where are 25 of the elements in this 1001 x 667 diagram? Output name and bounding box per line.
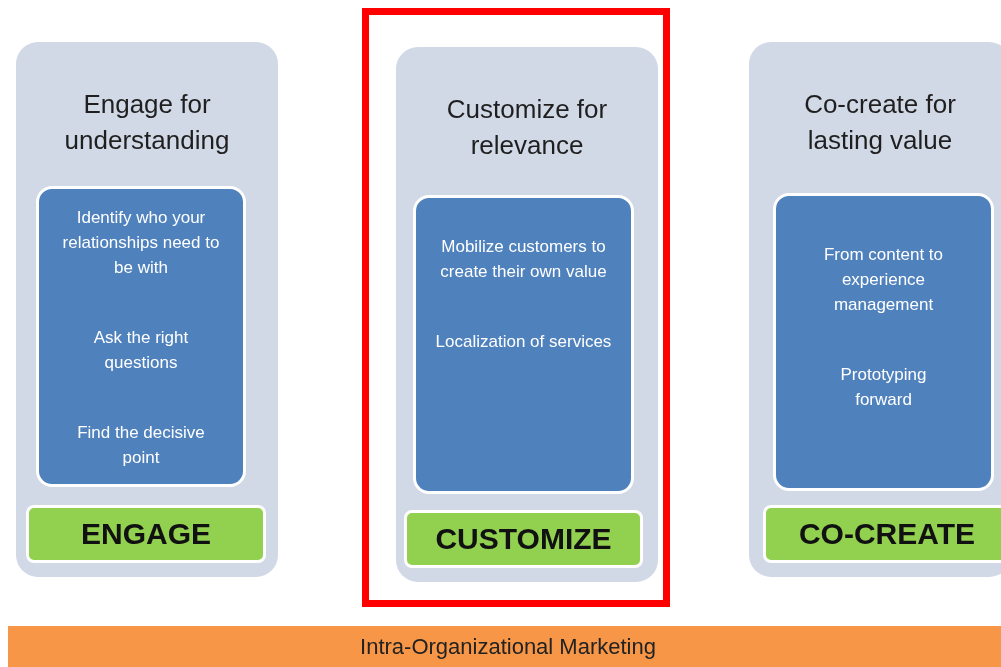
activity-box [413,195,634,494]
activity-text: Localization of services [435,331,612,353]
foundation-label: Intra-Organizational Marketing [360,633,656,660]
stage-title: Engage for understanding [63,88,231,157]
activity-text: Mobilize customers to create their own value [439,236,608,283]
stage-panel [396,47,658,582]
activity-text: Ask the right questions [92,327,190,374]
stage-label-bar [763,505,1001,563]
highlight-frame [362,8,670,607]
stage-label-bar [404,510,643,568]
stage-label-bar [26,505,266,563]
foundation-bar [8,626,1001,667]
stage-label: CUSTOMIZE [435,522,612,556]
activity-text: From content to experience management [822,244,945,316]
activity-text: Prototyping forward [839,364,928,411]
stage-panel [16,42,278,577]
stage-label: CO-CREATE [798,517,976,551]
activity-text: Find the decisive point [76,422,206,469]
activity-box [773,193,994,491]
stage-title: Customize for relevance [445,93,609,162]
stage-panel [749,42,1001,577]
activity-box [36,186,246,487]
activity-text: Identify who your relationships need to be with [61,207,221,279]
stage-label: ENGAGE [81,517,211,551]
stage-title: Co-create for lasting value [803,88,957,157]
